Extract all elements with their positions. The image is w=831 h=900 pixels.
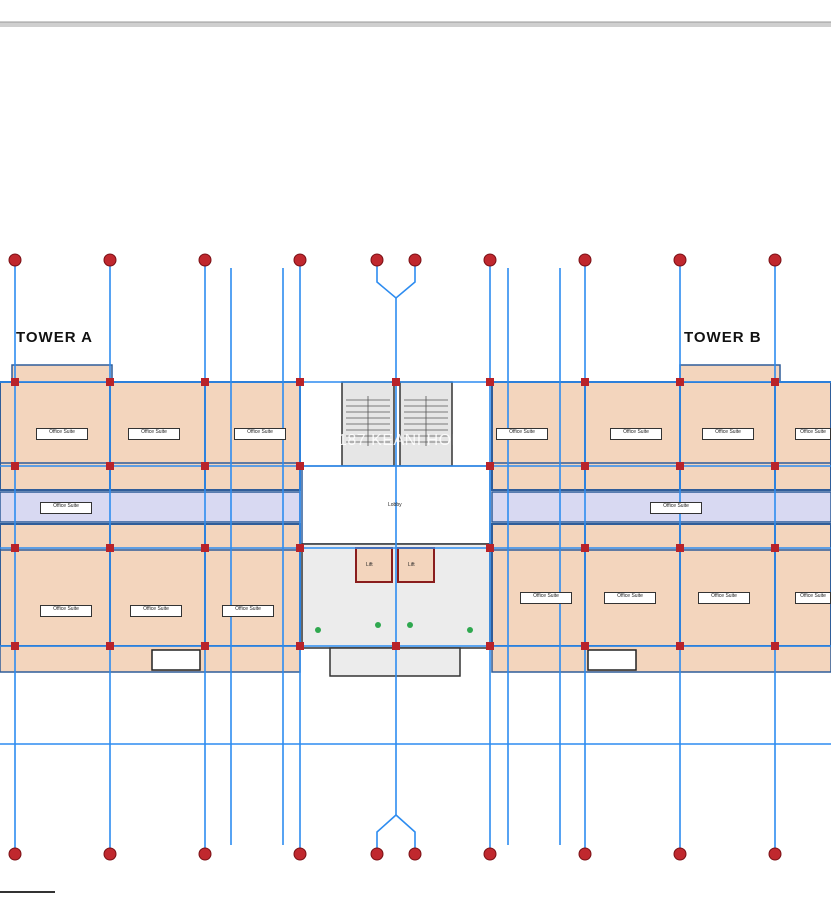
tower-b-notch: [587, 649, 637, 671]
tower-a-label: TOWER A: [16, 329, 93, 346]
room-tag: Office Suite: [496, 428, 548, 440]
tower-b-label: TOWER B: [684, 329, 762, 346]
lift-left: [355, 547, 393, 583]
tower-b-block: [491, 364, 831, 673]
tower-b-lower-rooms: [491, 523, 831, 647]
room-tag: Office Suite: [40, 605, 92, 617]
grid-lines: [0, 262, 831, 852]
watermark: 187 KEANI HOMES: [338, 432, 488, 449]
lift-left-label: Lift: [366, 562, 373, 568]
stair-treads: [346, 396, 448, 446]
room-tag: Office Suite: [698, 592, 750, 604]
tower-a-notch: [151, 649, 201, 671]
corridor-tag: Office Suite: [40, 502, 92, 514]
room-tag: Office Suite: [222, 605, 274, 617]
room-tag: Office Suite: [520, 592, 572, 604]
tower-a-balcony: [11, 364, 113, 383]
room-tag: Office Suite: [130, 605, 182, 617]
tower-a-lower-balcony: [0, 645, 301, 673]
grid-bubbles-bottom: [8, 847, 782, 861]
room-tag: Office Suite: [604, 592, 656, 604]
room-tag: Office Suite: [702, 428, 754, 440]
room-tag: Office Suite: [610, 428, 662, 440]
lift-right: [397, 547, 435, 583]
corridor-tag: Office Suite: [650, 502, 702, 514]
room-tag: Office Suite: [795, 428, 831, 440]
grid-bubbles-top: [8, 253, 782, 267]
room-tag: Office Suite: [36, 428, 88, 440]
tower-b-balcony: [679, 364, 781, 383]
top-border: [0, 22, 831, 27]
tower-a-lower-rooms: [0, 523, 301, 647]
lift-right-label: Lift: [408, 562, 415, 568]
tower-b-lower-balcony: [491, 645, 831, 673]
core-bottom: [329, 647, 461, 677]
room-tag: Office Suite: [795, 592, 831, 604]
room-tag: Office Suite: [234, 428, 286, 440]
lobby-label: Lobby: [388, 502, 402, 508]
column-markers: [11, 378, 779, 650]
room-tag: Office Suite: [128, 428, 180, 440]
tower-a-block: [0, 364, 301, 673]
